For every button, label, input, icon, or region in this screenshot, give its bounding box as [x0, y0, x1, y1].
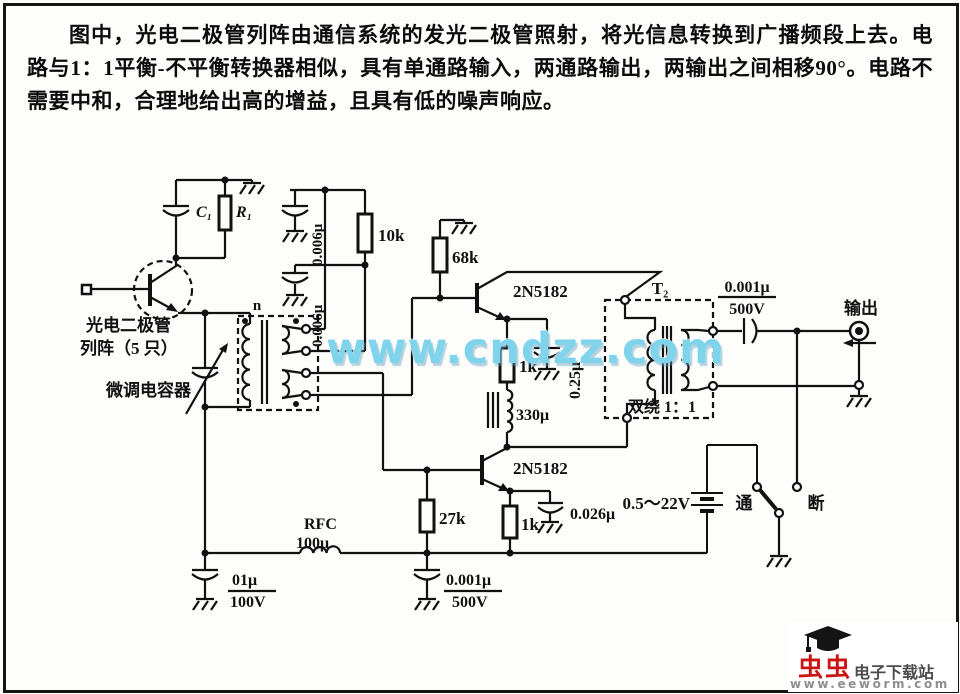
label-battery: 0.5～22V — [622, 494, 690, 513]
label-cap01-value: 01μ — [232, 572, 257, 589]
label-c1: C₁ — [196, 204, 212, 221]
description-line: 路与1：1平衡-不平衡转换器相似，具有单通路输入，两通路输出，两输出之间相移90… — [27, 56, 933, 80]
cap-0026u — [510, 489, 564, 519]
transistor-q2 — [383, 447, 514, 495]
cap-01u — [191, 553, 276, 596]
label-330u: 330μ — [516, 407, 549, 424]
label-t2: T₂ — [652, 279, 668, 298]
label-cap006-top: 0.006μ — [310, 223, 326, 266]
label-outcap-value: 0.001μ — [724, 279, 769, 296]
battery — [691, 444, 758, 553]
label-10k: 10k — [378, 226, 405, 245]
power-switch — [751, 331, 803, 553]
resistor-1k-lower — [501, 491, 519, 553]
label-q2: 2N5182 — [513, 459, 568, 478]
label-trimmer: 微调电容器 — [105, 380, 192, 400]
logo-brand-text: 虫虫 — [798, 655, 853, 682]
label-bifilar: 双绕 1：1 — [628, 397, 696, 416]
cap-0001u — [413, 553, 502, 596]
label-switch-on: 通 — [736, 494, 753, 513]
watermark-cndzz: www.cndzz.com — [326, 324, 725, 374]
label-rfc: RFC — [304, 516, 337, 533]
transistor-q1 — [412, 270, 664, 323]
c1-r1-network — [162, 176, 252, 260]
label-rfc-value: 100μ — [296, 535, 329, 552]
label-output: 输出 — [844, 298, 878, 318]
photo-transistor — [80, 254, 250, 321]
label-cap0001-voltage: 500V — [452, 594, 488, 611]
resistor-10k — [356, 190, 374, 269]
label-1k-lower: 1k — [521, 515, 540, 534]
bottom-rail — [201, 545, 707, 557]
graduation-cap-icon — [804, 626, 852, 652]
page-border — [3, 3, 959, 693]
tap-wires — [310, 190, 414, 470]
label-switch-off: 断 — [808, 493, 825, 513]
transformer-t1 — [201, 313, 320, 412]
label-photodiode-line1: 光电二极管 — [85, 315, 171, 335]
label-q1: 2N5182 — [513, 282, 568, 301]
transformer-t2 — [603, 294, 719, 424]
output-network — [717, 295, 876, 393]
label-cap01-voltage: 100V — [230, 594, 266, 611]
resistor-27k — [418, 470, 436, 553]
description-line: 图中，光电二极管列阵由通信系统的发光二极管照射，将光信息转换到广播频段上去。电 — [69, 23, 933, 47]
label-photodiode-line2: 列阵（5 只） — [80, 338, 178, 358]
resistor-1k-upper — [498, 319, 516, 390]
label-cap0026: 0.026μ — [570, 506, 615, 523]
label-n: n — [253, 298, 262, 314]
label-68k: 68k — [452, 248, 479, 267]
logo-site-name: 电子下载站 — [854, 665, 935, 682]
label-outcap-voltage: 500V — [729, 301, 765, 318]
resistor-68k — [431, 218, 464, 302]
description-line: 需要中和，合理地给出高的增益，且具有低的噪声响应。 — [27, 89, 565, 113]
cap-006-bottom — [281, 263, 365, 292]
circuit-description: 图中，光电二极管列阵由通信系统的发光二极管照射，将光信息转换到广播频段上去。电 … — [27, 19, 933, 118]
label-1k-upper: 1k — [519, 357, 538, 376]
label-r1: R₁ — [235, 204, 252, 221]
cap-006-top — [281, 186, 365, 228]
eeworm-logo: 虫虫 电子下载站 www.eeworm.com — [788, 622, 958, 692]
label-cap025: 0.25μ — [567, 362, 584, 399]
label-27k: 27k — [439, 509, 466, 528]
cap-025u — [507, 317, 561, 366]
logo-site-url: www.eeworm.com — [790, 677, 950, 691]
label-cap0001-value: 0.001μ — [446, 572, 491, 589]
inductor-330u — [486, 388, 629, 451]
trimmer-capacitor — [185, 313, 228, 553]
